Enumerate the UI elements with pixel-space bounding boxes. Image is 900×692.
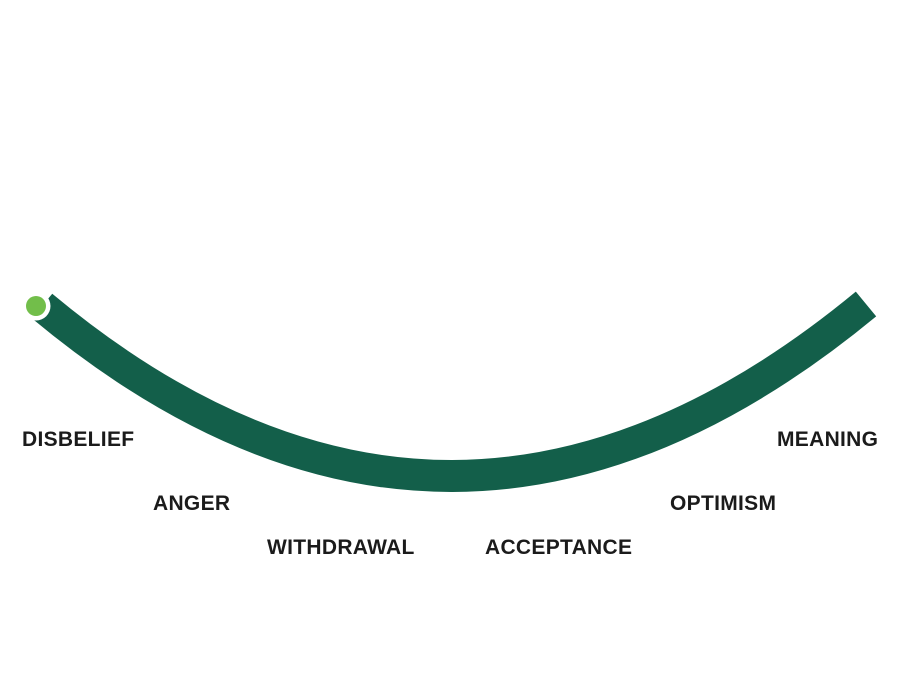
stage-label-acceptance: ACCEPTANCE	[485, 536, 633, 559]
stage-label-anger: ANGER	[153, 492, 231, 515]
stage-label-optimism: OPTIMISM	[670, 492, 777, 515]
stage-label-withdrawal: WITHDRAWAL	[267, 536, 415, 559]
curve-line	[31, 291, 877, 492]
stage-label-meaning: MEANING	[777, 428, 879, 451]
stage-label-disbelief: DISBELIEF	[22, 428, 135, 451]
start-dot	[26, 296, 46, 316]
